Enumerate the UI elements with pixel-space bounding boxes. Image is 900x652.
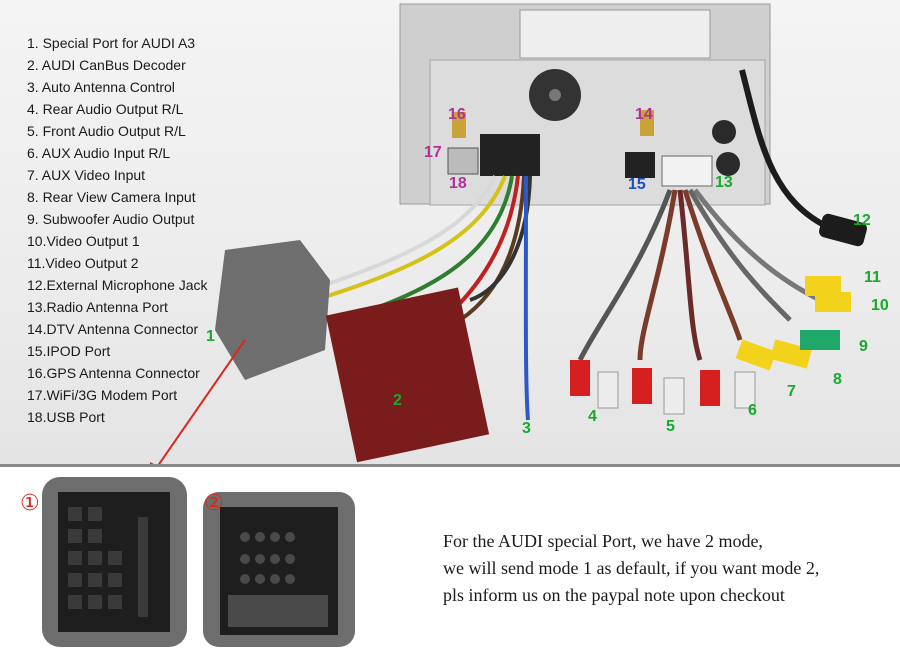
legend-item: 18.USB Port [27, 409, 105, 425]
callout-13: 13 [715, 174, 733, 191]
callout-10: 10 [871, 297, 889, 314]
gps-antenna-connector [452, 112, 466, 138]
legend-item: 9. Subwoofer Audio Output [27, 211, 195, 227]
usb-port [447, 147, 479, 175]
callout-3: 3 [522, 420, 531, 437]
rca-harness-connector [661, 155, 713, 187]
legend-item: 11.Video Output 2 [27, 255, 139, 271]
wiring-illustration [150, 3, 867, 464]
legend-item: 1. Special Port for AUDI A3 [27, 35, 196, 51]
port-legend: 1. Special Port for AUDI A3 2. AUDI CanB… [27, 32, 208, 428]
legend-item: 14.DTV Antenna Connector [27, 321, 199, 337]
callout-14: 14 [635, 106, 653, 123]
legend-item: 4. Rear Audio Output R/L [27, 101, 184, 117]
callout-arrow-head [150, 462, 154, 464]
radio-antenna-port [716, 152, 740, 176]
callout-4: 4 [588, 408, 597, 425]
callout-15: 15 [628, 176, 646, 193]
main-harness-connector [480, 134, 540, 176]
microphone-jack-plug [819, 213, 867, 247]
callout-18: 18 [449, 175, 467, 192]
legend-item: 10.Video Output 1 [27, 233, 140, 249]
callout-6: 6 [748, 402, 757, 419]
cooling-fan-icon [529, 69, 581, 121]
legend-item: 12.External Microphone Jack [27, 277, 208, 293]
callout-1: 1 [206, 328, 215, 345]
audi-special-port-foam [215, 240, 330, 380]
connector-modes-panel: ① ② [0, 467, 900, 652]
spec-label [519, 9, 711, 59]
legend-item: 17.WiFi/3G Modem Port [27, 387, 178, 403]
legend-item: 5. Front Audio Output R/L [27, 123, 186, 139]
section-divider [0, 464, 900, 467]
note-line-1: For the AUDI special Port, we have 2 mod… [443, 531, 763, 551]
callout-17: 17 [424, 144, 442, 161]
legend-item: 2. AUDI CanBus Decoder [27, 57, 186, 73]
legend-item: 8. Rear View Camera Input [27, 189, 196, 205]
canbus-decoder-box [325, 287, 490, 463]
callout-2: 2 [393, 392, 402, 409]
callout-8: 8 [833, 371, 842, 388]
legend-item: 15.IPOD Port [27, 343, 111, 359]
wiring-diagram-photo: 1. Special Port for AUDI A3 2. AUDI CanB… [0, 0, 900, 464]
connector-photos [42, 477, 355, 647]
rca-plugs [570, 276, 851, 415]
callout-7: 7 [787, 383, 796, 400]
note-line-2: we will send mode 1 as default, if you w… [443, 558, 820, 578]
callout-11: 11 [864, 269, 881, 286]
mode-note: For the AUDI special Port, we have 2 mod… [443, 528, 883, 609]
legend-item: 3. Auto Antenna Control [27, 79, 175, 95]
callout-5: 5 [666, 418, 675, 435]
mode-1-marker: ① [20, 491, 40, 516]
callout-16: 16 [448, 106, 466, 123]
mode-2-marker: ② [204, 491, 224, 516]
ipod-port [625, 152, 655, 178]
callout-arrow [157, 339, 246, 464]
note-line-3: pls inform us on the paypal note upon ch… [443, 585, 785, 605]
rca-cables [577, 188, 822, 362]
callout-9: 9 [859, 338, 868, 355]
chassis-round-port [712, 120, 736, 144]
dtv-antenna-connector [640, 110, 654, 136]
legend-item: 6. AUX Audio Input R/L [27, 145, 171, 161]
legend-item: 7. AUX Video Input [27, 167, 146, 183]
callout-12: 12 [853, 212, 871, 229]
legend-item: 13.Radio Antenna Port [27, 299, 168, 315]
legend-item: 16.GPS Antenna Connector [27, 365, 200, 381]
harness-wires [309, 175, 532, 421]
